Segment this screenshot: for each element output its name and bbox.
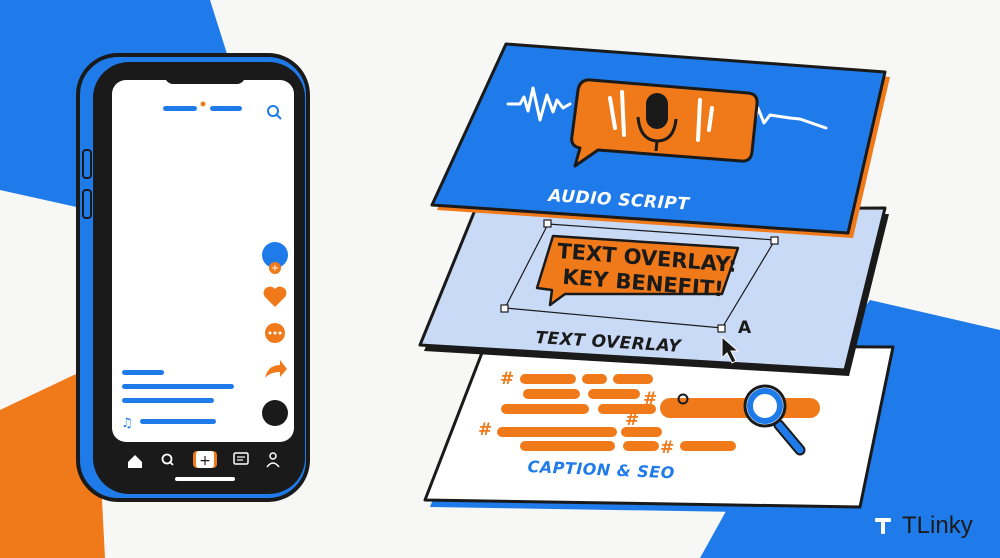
svg-text:#: # — [660, 438, 674, 458]
svg-text:+: + — [271, 263, 279, 274]
svg-text:+: + — [199, 453, 211, 469]
share-icon — [265, 360, 287, 378]
cursor-letter: A — [738, 318, 752, 338]
message-icon — [233, 452, 249, 465]
svg-text:#: # — [500, 369, 514, 389]
nav-search-icon — [161, 453, 174, 466]
phone-mockup: + ♫ + — [76, 53, 310, 502]
text-overlay-bubble — [535, 234, 740, 307]
phone-notch — [165, 68, 245, 84]
comment-icon — [265, 323, 285, 343]
svg-text:#: # — [625, 410, 639, 430]
music-note-icon: ♫ — [121, 416, 133, 431]
search-icon — [267, 105, 282, 120]
layer-audio-script — [430, 42, 890, 238]
brand-logo: TLinky — [870, 510, 973, 542]
layer-text-overlay — [418, 206, 889, 376]
svg-text:#: # — [478, 420, 492, 440]
search-field-icon — [677, 393, 689, 405]
phone-screen — [112, 80, 294, 442]
cursor-icon — [721, 335, 740, 364]
brand-name: TLinky — [902, 512, 973, 539]
hashtag-icon: ### ## — [478, 369, 674, 458]
tlinky-logo-icon — [870, 513, 896, 539]
music-disc-icon — [262, 400, 288, 426]
home-icon — [128, 455, 142, 468]
magnifier-icon — [743, 384, 806, 456]
avatar-follow-icon: + — [262, 242, 288, 274]
svg-text:#: # — [643, 389, 657, 409]
layer-caption-seo: ### ## — [423, 343, 898, 514]
heart-icon — [263, 286, 287, 307]
profile-icon — [266, 452, 280, 468]
microphone-icon — [636, 93, 678, 152]
add-icon: + — [193, 451, 217, 469]
